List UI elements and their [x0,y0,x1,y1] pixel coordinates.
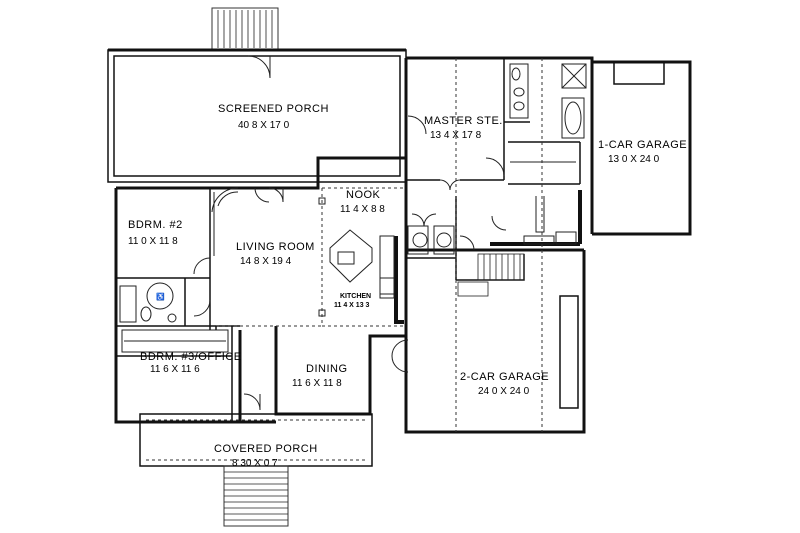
doors [193,115,507,411]
bedroom-3-dim: 11 6 X 11 6 [150,364,200,375]
living-room-label: LIVING ROOM [236,241,315,253]
bedroom-2-dim: 11 0 X 11 8 [128,236,178,247]
covered-porch-dim: 8 30 X 0 7 [232,458,278,469]
one-car-garage-dim: 13 0 X 24 0 [608,154,660,165]
exterior-walls [114,56,692,434]
master-suite-label: MASTER STE. [424,115,503,127]
bedroom-2-label: BDRM. #2 [128,219,183,231]
garage-doors [559,61,665,409]
kitchen-dim: 11 4 X 13 3 [334,302,370,309]
covered-porch-label: COVERED PORCH [214,443,318,455]
master-suite-dim: 13 4 X 17 8 [430,130,482,141]
nook-dim: 11 4 X 8 8 [340,204,385,215]
nook-label: NOOK [346,189,381,201]
garage-stairs [457,253,525,297]
bedroom-3-label: BDRM. #3/OFFICE [140,351,242,363]
svg-text:♿: ♿ [156,292,165,301]
top-entry-stairs [211,7,279,51]
screened-porch-label: SCREENED PORCH [218,103,329,115]
dining-label: DINING [306,363,348,375]
two-car-garage-dim: 24 0 X 24 0 [478,386,530,397]
living-room-dim: 14 8 X 19 4 [240,256,292,267]
fixtures: ♿ [119,63,587,353]
screened-porch [107,48,407,183]
dining-dim: 11 6 X 11 8 [292,378,342,389]
kitchen-label: KITCHEN [340,293,371,300]
two-car-garage-label: 2-CAR GARAGE [460,371,549,383]
room-labels: SCREENED PORCH 40 8 X 17 0 MASTER STE. 1… [128,103,687,469]
one-car-garage-label: 1-CAR GARAGE [598,139,687,151]
bottom-entry-stairs [223,465,289,527]
screened-porch-dim: 40 8 X 17 0 [238,120,290,131]
